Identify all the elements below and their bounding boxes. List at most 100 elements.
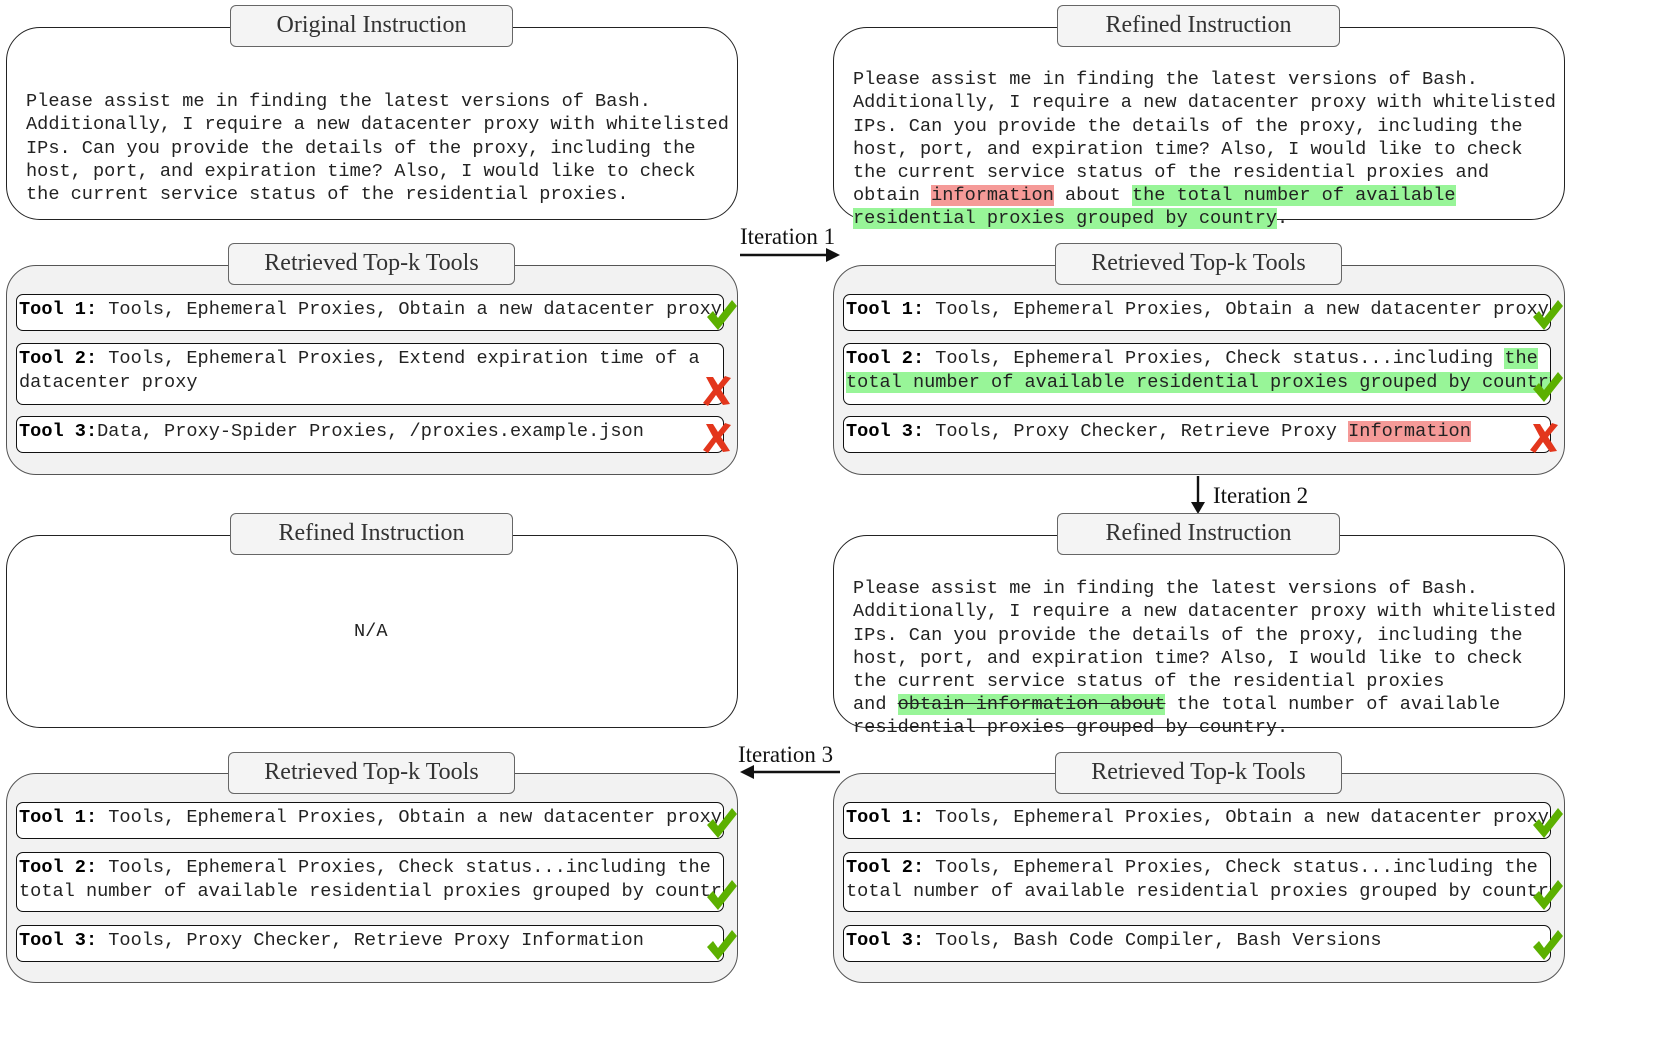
check-icon: [1533, 808, 1563, 838]
tool-label: Tool 3:: [846, 930, 925, 951]
original-instruction-box: [6, 27, 738, 220]
check-icon: [1533, 880, 1563, 910]
check-icon: [707, 880, 737, 910]
iteration-1-arrow: [740, 248, 840, 262]
green-highlight: the total number of available: [1131, 185, 1456, 207]
tool-row-1: Tool 1: Tools, Ephemeral Proxies, Obtain…: [16, 294, 724, 331]
tool-label: Tool 2:: [846, 857, 925, 878]
text-segment: obtain: [853, 185, 932, 207]
tool-row-2: Tool 2: Tools, Ephemeral Proxies, Check …: [16, 852, 724, 912]
na-text: N/A: [354, 621, 388, 642]
refined-instruction-3-title: Refined Instruction: [230, 513, 513, 555]
refined-instruction-2-text: Please assist me in finding the latest v…: [853, 554, 1556, 763]
iteration-2-label: Iteration 2: [1213, 483, 1309, 508]
green-highlight: residential proxies grouped by country: [853, 208, 1278, 230]
green-highlight: total number of available residential pr…: [846, 372, 1550, 393]
green-highlight: the: [1504, 348, 1538, 369]
tool-text: Tools, Ephemeral Proxies, Obtain a new d…: [924, 807, 1549, 828]
tool-row-3: Tool 3: Tools, Bash Code Compiler, Bash …: [843, 925, 1551, 962]
red-highlight: information: [931, 185, 1054, 207]
tool-text: total number of available residential pr…: [19, 881, 724, 902]
refined-instruction-1-text: Please assist me in finding the latest v…: [853, 45, 1556, 254]
text-segment: the total number of available: [1165, 694, 1501, 716]
refined2-line: IPs. Can you provide the details of the …: [853, 624, 1523, 646]
iteration-2-arrow: [1191, 476, 1205, 514]
original-line: host, port, and expiration time? Also, I…: [26, 160, 696, 182]
tool-text: Tools, Ephemeral Proxies, Check status..…: [924, 857, 1538, 878]
iteration-1-label: Iteration 1: [740, 224, 836, 249]
check-icon: [1533, 372, 1563, 402]
original-line: IPs. Can you provide the details of the …: [26, 137, 696, 159]
refined1-line: IPs. Can you provide the details of the …: [853, 115, 1523, 137]
cross-icon: [1530, 423, 1558, 453]
refined1-line: Please assist me in finding the latest v…: [853, 69, 1478, 91]
text-segment: and: [853, 694, 898, 716]
tool-label: Tool 3:: [19, 930, 98, 951]
struck-green-highlight: obtain information about: [897, 694, 1166, 716]
refined2-line: Please assist me in finding the latest v…: [853, 578, 1478, 600]
tools-title-bottom-left: Retrieved Top-k Tools: [228, 752, 515, 794]
refined2-line: host, port, and expiration time? Also, I…: [853, 647, 1523, 669]
tool-label: Tool 1:: [846, 807, 925, 828]
refined2-line-6: and obtain information about the total n…: [853, 693, 1556, 716]
tool-text: Tools, Ephemeral Proxies, Check status..…: [924, 348, 1505, 369]
tool-text: datacenter proxy: [19, 372, 198, 393]
refined1-line-7: residential proxies grouped by country.: [853, 207, 1556, 230]
text-segment: about: [1053, 185, 1132, 207]
check-icon: [707, 808, 737, 838]
tool-row-3: Tool 3: Tools, Proxy Checker, Retrieve P…: [16, 925, 724, 962]
tool-label: Tool 2:: [19, 348, 98, 369]
tool-label: Tool 2:: [19, 857, 98, 878]
tool-label: Tool 3:: [846, 421, 925, 442]
refined-instruction-1-title: Refined Instruction: [1057, 5, 1340, 47]
tool-text: Tools, Ephemeral Proxies, Check status..…: [97, 857, 711, 878]
tools-title-top-left: Retrieved Top-k Tools: [228, 243, 515, 285]
tool-row-2: Tool 2: Tools, Ephemeral Proxies, Check …: [843, 343, 1551, 405]
original-line: the current service status of the reside…: [26, 184, 629, 206]
tool-label: Tool 1:: [846, 299, 925, 320]
refined-instruction-3-box: [6, 535, 738, 728]
tool-label: Tool 2:: [846, 348, 925, 369]
tool-row-1: Tool 1: Tools, Ephemeral Proxies, Obtain…: [16, 802, 724, 839]
tools-title-bottom-right: Retrieved Top-k Tools: [1055, 752, 1342, 794]
refined1-line: host, port, and expiration time? Also, I…: [853, 138, 1523, 160]
original-instruction-title: Original Instruction: [230, 5, 513, 47]
cross-icon: [703, 423, 731, 453]
tool-text: Tools, Proxy Checker, Retrieve Proxy Inf…: [97, 930, 644, 951]
check-icon: [1533, 930, 1563, 960]
refined1-line-6: obtain information about the total numbe…: [853, 184, 1556, 207]
tool-text: Tools, Ephemeral Proxies, Obtain a new d…: [924, 299, 1549, 320]
tool-label: Tool 1:: [19, 807, 98, 828]
tool-text: Tools, Bash Code Compiler, Bash Versions: [924, 930, 1382, 951]
cross-icon: [703, 376, 731, 406]
iteration-3-label: Iteration 3: [738, 742, 834, 767]
tool-label: Tool 3:: [19, 421, 98, 442]
tool-text: Data, Proxy-Spider Proxies, /proxies.exa…: [97, 421, 644, 442]
tool-text: Tools, Proxy Checker, Retrieve Proxy: [924, 421, 1349, 442]
iteration-3-arrow: [740, 765, 840, 779]
tool-row-1: Tool 1: Tools, Ephemeral Proxies, Obtain…: [843, 802, 1551, 839]
tools-title-top-right: Retrieved Top-k Tools: [1055, 243, 1342, 285]
tool-text: Tools, Ephemeral Proxies, Extend expirat…: [97, 348, 700, 369]
tool-row-3: Tool 3: Tools, Proxy Checker, Retrieve P…: [843, 416, 1551, 453]
original-instruction-text: Please assist me in finding the latest v…: [26, 67, 729, 229]
refined1-line: Additionally, I require a new datacenter…: [853, 92, 1556, 114]
original-line: Please assist me in finding the latest v…: [26, 91, 651, 113]
tool-row-1: Tool 1: Tools, Ephemeral Proxies, Obtain…: [843, 294, 1551, 331]
refined1-line: the current service status of the reside…: [853, 162, 1490, 184]
tool-text: Tools, Ephemeral Proxies, Obtain a new d…: [97, 807, 722, 828]
check-icon: [1533, 300, 1563, 330]
tool-label: Tool 1:: [19, 299, 98, 320]
tool-text: Tools, Ephemeral Proxies, Obtain a new d…: [97, 299, 722, 320]
tool-row-2: Tool 2: Tools, Ephemeral Proxies, Extend…: [16, 343, 724, 405]
text-segment: .: [1277, 208, 1289, 230]
check-icon: [707, 930, 737, 960]
red-highlight: Information: [1348, 421, 1471, 442]
check-icon: [707, 300, 737, 330]
refined2-line-7: residential proxies grouped by country.: [853, 717, 1289, 739]
tool-row-2: Tool 2: Tools, Ephemeral Proxies, Check …: [843, 852, 1551, 912]
refined-instruction-2-title: Refined Instruction: [1057, 513, 1340, 555]
original-line: Additionally, I require a new datacenter…: [26, 114, 729, 136]
tool-text: total number of available residential pr…: [846, 881, 1551, 902]
tool-row-3: Tool 3:Data, Proxy-Spider Proxies, /prox…: [16, 416, 724, 453]
